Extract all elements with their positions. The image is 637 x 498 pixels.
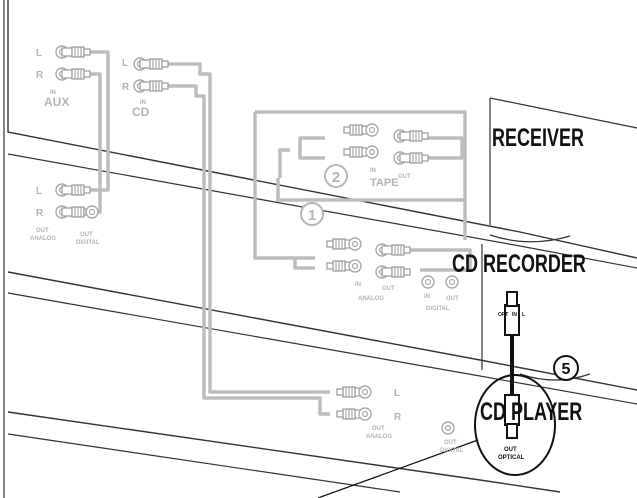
callout-1: 1 <box>300 202 324 226</box>
svg-text:R: R <box>122 82 130 93</box>
svg-text:DIGITAL: DIGITAL <box>76 240 100 246</box>
svg-text:OUT: OUT <box>446 296 459 302</box>
svg-text:TAPE: TAPE <box>370 177 399 189</box>
svg-text:L: L <box>122 58 128 69</box>
optical-cable <box>504 291 520 439</box>
svg-text:IN: IN <box>512 312 517 318</box>
svg-text:R: R <box>36 70 44 81</box>
cd-in-jacks <box>133 57 169 93</box>
svg-text:1: 1 <box>308 207 316 224</box>
cd-player-label: CD PLAYER <box>480 397 583 426</box>
svg-text:OPTICAL: OPTICAL <box>498 455 525 461</box>
svg-text:IN: IN <box>355 282 361 288</box>
svg-text:IN: IN <box>370 168 376 174</box>
cd-recorder-label: CD RECORDER <box>452 249 586 278</box>
callout-pointer-line <box>317 439 479 498</box>
svg-text:AUX: AUX <box>44 95 69 109</box>
svg-text:2: 2 <box>332 169 340 186</box>
svg-text:OUT: OUT <box>372 426 385 432</box>
grey-labels: L R IN AUX L R IN CD L R OUT ANALOG OUT … <box>30 48 464 454</box>
svg-text:5: 5 <box>562 361 571 378</box>
svg-text:CD: CD <box>132 105 150 119</box>
svg-text:OUT: OUT <box>36 228 49 234</box>
svg-text:IN: IN <box>140 100 146 106</box>
cd-recorder-digital-jacks <box>421 275 459 289</box>
svg-text:OUT: OUT <box>382 286 395 292</box>
svg-text:DIGITAL: DIGITAL <box>440 448 464 454</box>
svg-text:L: L <box>394 388 400 399</box>
callout-2: 2 <box>324 164 348 188</box>
dark-labels: OPT IN L OUT OPTICAL <box>498 312 525 461</box>
svg-text:OUT: OUT <box>80 232 93 238</box>
receiver-tape-jacks <box>343 123 429 165</box>
cd-recorder-analog-jacks <box>326 237 411 279</box>
svg-text:OPT: OPT <box>498 312 508 318</box>
svg-text:ANALOG: ANALOG <box>30 236 56 242</box>
svg-text:IN: IN <box>424 294 430 300</box>
svg-text:R: R <box>394 412 402 423</box>
svg-text:DIGITAL: DIGITAL <box>426 306 450 312</box>
callout-5: 5 <box>553 355 579 381</box>
svg-text:ANALOG: ANALOG <box>366 434 392 440</box>
svg-text:R: R <box>36 208 44 219</box>
optical-highlight-circle <box>474 374 556 476</box>
svg-text:L: L <box>522 312 525 318</box>
svg-text:OUT: OUT <box>444 440 457 446</box>
svg-text:OUT: OUT <box>398 174 411 180</box>
svg-text:IN: IN <box>50 90 56 96</box>
receiver-chassis <box>7 0 637 269</box>
cd-recorder-chassis <box>7 244 637 405</box>
aux-in-jacks <box>55 45 91 81</box>
svg-text:ANALOG: ANALOG <box>358 296 384 302</box>
svg-text:L: L <box>36 48 42 59</box>
svg-text:OUT: OUT <box>504 447 517 453</box>
svg-text:L: L <box>36 186 42 197</box>
cd-player-chassis <box>3 0 561 498</box>
receiver-label: RECEIVER <box>492 123 584 152</box>
